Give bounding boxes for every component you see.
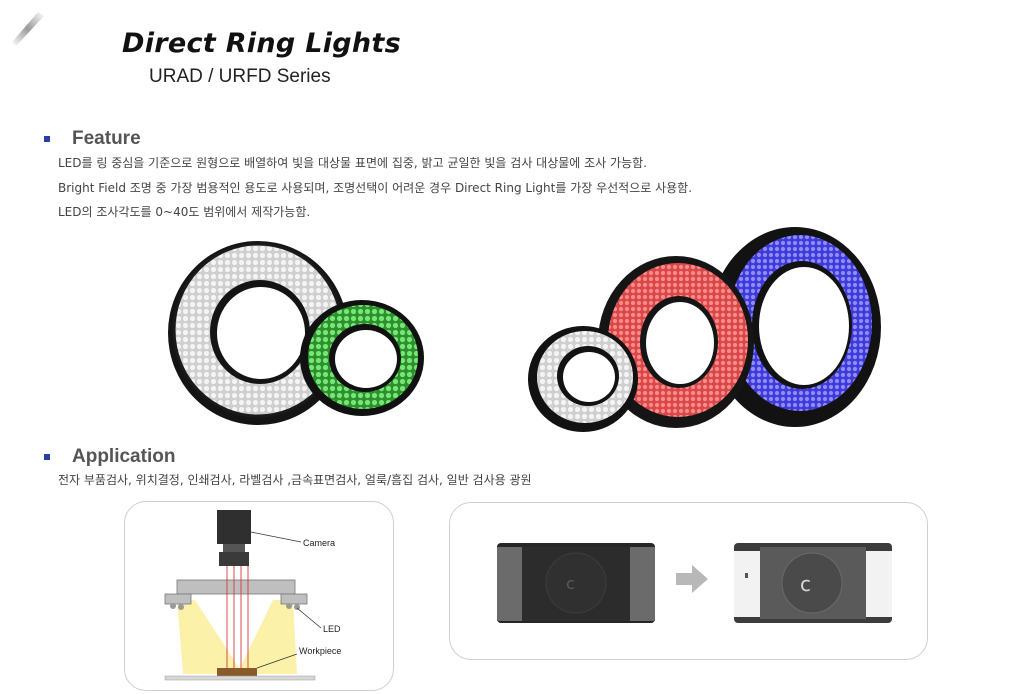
arrow-right-icon	[676, 565, 708, 593]
feature-section-header: Feature	[44, 128, 141, 150]
feature-line-1: LED를 링 중심을 기준으로 원형으로 배열하여 빛을 대상물 표면에 집중,…	[58, 156, 647, 170]
bullet-icon	[44, 454, 50, 460]
lighting-diagram: Camera LED Workpiece	[164, 510, 341, 681]
bullet-icon	[44, 136, 50, 142]
camera-label: Camera	[303, 538, 335, 548]
application-text: 전자 부품검사, 위치결정, 인쇄검사, 라벨검사 ,금속표면검사, 얼룩/흠집…	[58, 473, 532, 487]
page-title: Direct Ring Lights	[122, 28, 401, 59]
application-section-header: Application	[44, 446, 175, 468]
svg-text:c: c	[800, 572, 811, 596]
blue-ring	[709, 227, 881, 427]
page-subtitle: URAD / URFD Series	[149, 66, 331, 87]
green-ring	[300, 300, 424, 416]
inspection-result-panel: c c	[449, 502, 928, 660]
feature-line-3: LED의 조사각도를 0~40도 범위에서 제작가능함.	[58, 205, 311, 219]
chip-after: c	[734, 543, 892, 623]
corner-decoration	[12, 12, 44, 46]
ring-lights-photo	[168, 227, 881, 432]
feature-line-2: Bright Field 조명 중 가장 범용적인 용도로 사용되며, 조명선택…	[58, 181, 693, 195]
diagram-panel: Camera LED Workpiece	[124, 501, 394, 691]
workpiece-label: Workpiece	[299, 646, 341, 656]
chip-before: c	[497, 543, 655, 623]
feature-heading: Feature	[72, 128, 141, 149]
white-ring-large	[168, 241, 348, 425]
application-heading: Application	[72, 446, 176, 467]
svg-text:c: c	[566, 574, 575, 593]
camera-body	[217, 510, 251, 544]
white-ring-small	[528, 326, 638, 432]
led-label: LED	[323, 624, 341, 634]
inspection-images: c c	[497, 543, 892, 623]
